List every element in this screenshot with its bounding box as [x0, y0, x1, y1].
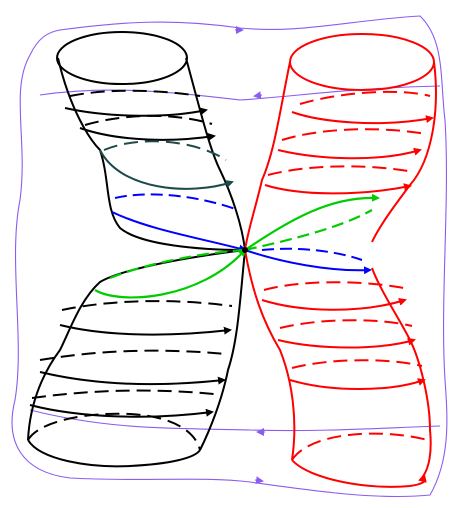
left-tube-top-rim: [57, 32, 187, 84]
blue-loops: [112, 194, 370, 270]
saddle-point: [242, 247, 248, 253]
right-tube-top-rim: [290, 34, 434, 90]
right-tube: [245, 34, 436, 487]
